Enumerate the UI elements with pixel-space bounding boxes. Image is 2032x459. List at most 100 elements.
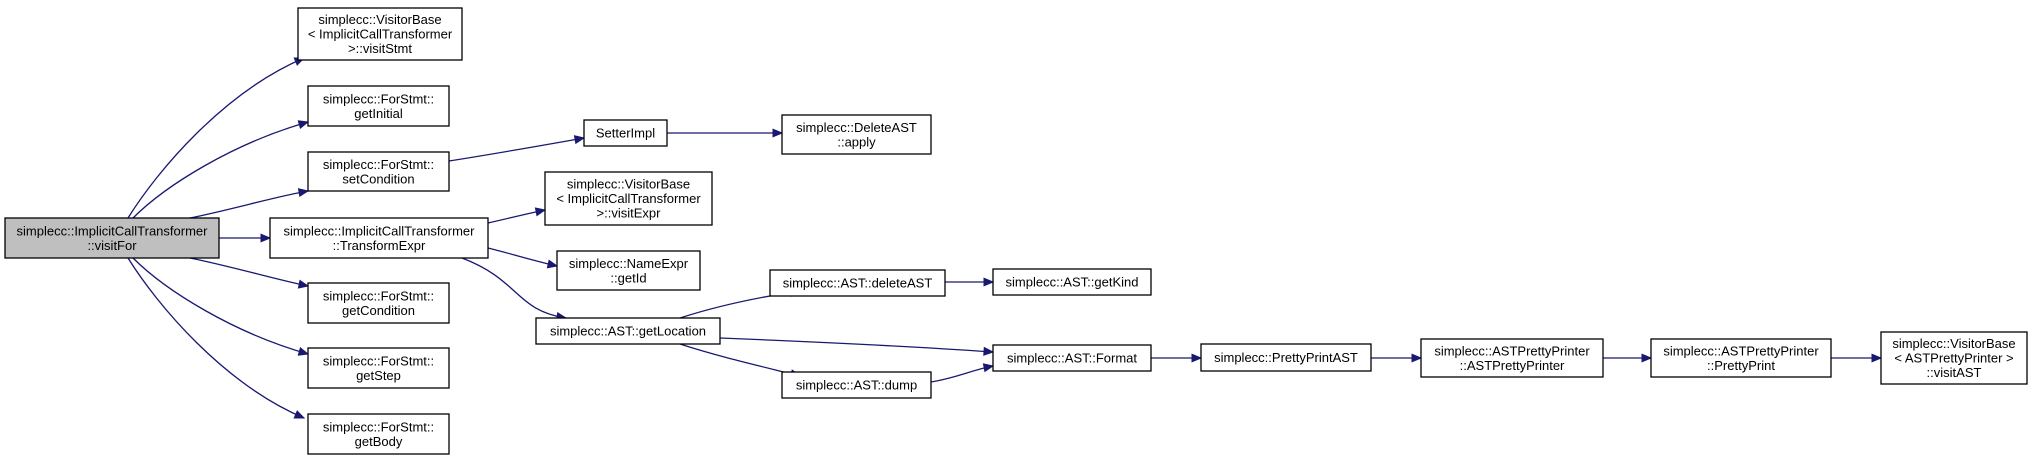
node-label: setCondition [342,171,414,186]
call-edge-dump-to-Format [930,363,995,383]
arrowhead [573,135,586,145]
node-box [781,371,932,399]
function-node-getCondition[interactable]: simplecc::ForStmt::getCondition [307,282,450,324]
node-label: simplecc::AST::getKind [1006,275,1139,290]
call-edge-visitFor-to-getBody [127,257,306,419]
node-box [544,171,713,226]
call-edge-PrettyPrintAST-to-ASTPrettyPrinterCtor [1371,353,1423,363]
node-label: ::ASTPrettyPrinter [1460,358,1565,373]
arrowhead [1411,353,1423,363]
arrowhead [297,120,310,129]
node-label: simplecc::VisitorBase [567,177,690,192]
edge-line [448,137,585,162]
call-edge-ASTPrettyPrinterCtor-to-PrettyPrint [1603,353,1653,363]
node-label: ::visitAST [1927,365,1982,380]
function-node-PrettyPrint[interactable]: simplecc::ASTPrettyPrinter::PrettyPrint [1650,338,1832,378]
node-label: < ASTPrettyPrinter > [1894,351,2013,366]
function-node-setCondition[interactable]: simplecc::ForStmt::setCondition [307,151,450,192]
node-box [556,250,701,291]
node-label: simplecc::ForStmt:: [323,157,434,172]
arrowhead [1641,353,1653,363]
edge-line [461,257,567,319]
node-label: getStep [356,368,401,383]
function-node-PrettyPrintAST[interactable]: simplecc::PrettyPrintAST [1200,343,1372,372]
function-node-getLocation[interactable]: simplecc::AST::getLocation [535,317,721,345]
function-node-getId[interactable]: simplecc::NameExpr::getId [556,250,701,291]
node-box [4,217,220,259]
node-box [307,151,450,192]
edge-line [719,337,994,353]
call-edge-visitFor-to-TransformExpr [218,233,272,243]
function-node-visitAST[interactable]: simplecc::VisitorBase< ASTPrettyPrinter … [1880,331,2028,385]
function-node-getKind[interactable]: simplecc::AST::getKind [992,268,1152,296]
node-label: simplecc::VisitorBase [318,12,441,27]
node-label: >::visitStmt [348,41,412,56]
call-edge-PrettyPrint-to-visitAST [1831,353,1883,363]
function-node-deleteAST[interactable]: simplecc::AST::deleteAST [769,269,946,297]
node-box [1650,338,1832,378]
function-node-TransformExpr[interactable]: simplecc::ImplicitCallTransformer::Trans… [269,217,489,259]
arrowhead [297,188,310,198]
function-node-visitExpr[interactable]: simplecc::VisitorBase< ImplicitCallTrans… [544,171,713,226]
edge-line [679,343,801,377]
node-box [781,114,932,155]
node-box [297,7,463,61]
node-label: ::TransformExpr [333,238,426,253]
edge-line [487,247,558,267]
node-label: ::visitFor [87,238,137,253]
arrowhead [1871,353,1883,363]
node-label: simplecc::VisitorBase [1892,336,2015,351]
call-edge-visitFor-to-visitStmt [127,57,306,219]
node-label: SetterImpl [596,126,655,141]
function-node-visitStmt[interactable]: simplecc::VisitorBase< ImplicitCallTrans… [297,7,463,61]
node-label: simplecc::ASTPrettyPrinter [1663,343,1819,358]
node-box [1420,338,1604,378]
function-node-getBody[interactable]: simplecc::ForStmt::getBody [307,413,450,455]
arrowhead [1191,353,1203,363]
function-node-SetterImpl[interactable]: SetterImpl [583,119,668,147]
arrowhead [297,347,310,356]
function-node-Format[interactable]: simplecc::AST::Format [992,344,1152,372]
node-label: simplecc::ForStmt:: [323,91,434,106]
node-label: ::PrettyPrint [1707,358,1775,373]
arrowhead [983,277,995,287]
arrowhead [297,279,310,289]
call-edge-visitFor-to-getStep [132,257,310,356]
edge-line [930,365,994,383]
call-edge-setCondition-to-SetterImpl [448,135,586,162]
function-node-ASTPrettyPrinterCtor[interactable]: simplecc::ASTPrettyPrinter::ASTPrettyPri… [1420,338,1604,378]
node-box [307,282,450,324]
arrowhead [534,207,547,217]
node-label: simplecc::PrettyPrintAST [1214,350,1358,365]
arrowhead [546,259,559,269]
function-node-visitFor[interactable]: simplecc::ImplicitCallTransformer::visit… [4,217,220,259]
function-node-getInitial[interactable]: simplecc::ForStmt::getInitial [307,85,450,127]
node-box [307,347,450,389]
function-node-dump[interactable]: simplecc::AST::dump [781,371,932,399]
call-edge-TransformExpr-to-getId [487,247,559,269]
call-nodes: simplecc::ImplicitCallTransformer::visit… [4,7,2028,455]
node-box [1200,343,1372,372]
node-label: simplecc::DeleteAST [796,120,917,135]
node-label: ::apply [837,134,876,149]
arrowhead [293,410,306,419]
node-box [583,119,668,147]
arrowhead [982,363,995,373]
node-box [992,344,1152,372]
node-label: simplecc::AST::Format [1007,351,1137,366]
node-box [269,217,489,259]
edge-line [132,257,309,355]
edge-line [132,121,309,219]
edge-line [127,57,305,219]
node-label: simplecc::ImplicitCallTransformer [284,223,476,238]
call-edge-Format-to-PrettyPrintAST [1151,353,1203,363]
edge-line [127,257,305,419]
node-box [769,269,946,297]
call-edge-SetterImpl-to-DeleteAST [667,128,784,138]
node-label: simplecc::ForStmt:: [323,419,434,434]
function-node-DeleteAST[interactable]: simplecc::DeleteAST::apply [781,114,932,155]
call-edge-visitFor-to-getInitial [132,120,310,219]
function-node-getStep[interactable]: simplecc::ForStmt::getStep [307,347,450,389]
call-edge-TransformExpr-to-visitExpr [487,207,547,224]
